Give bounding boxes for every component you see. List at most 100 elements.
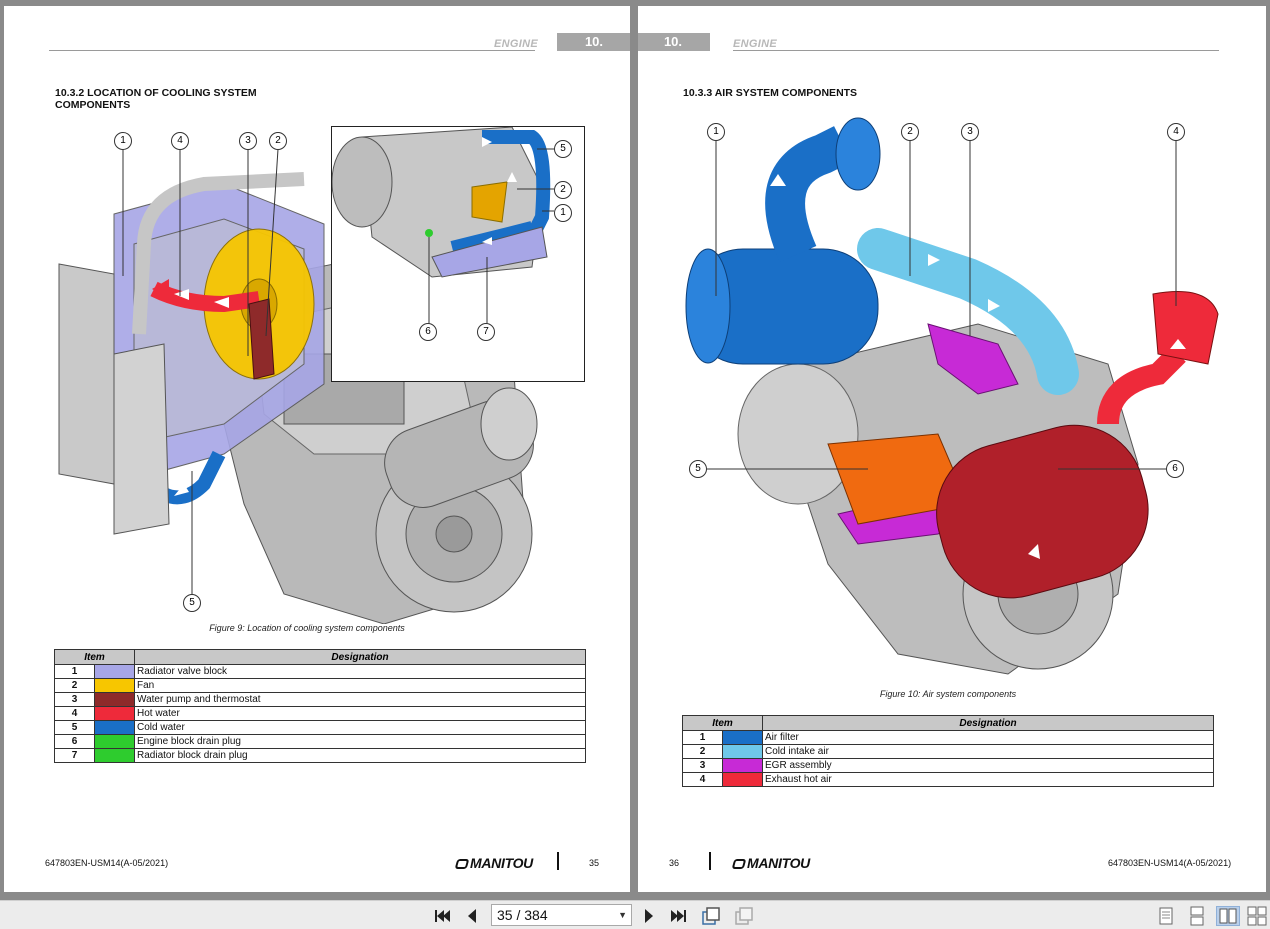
footer-doc-id: 647803EN-USM14(A-05/2021) [45,858,169,868]
callout-1: 1 [114,132,132,150]
brand-text: MANITOU [470,855,533,871]
two-page-continuous-view-icon[interactable] [1245,906,1269,926]
table-row: 6 Engine block drain plug [54,734,586,749]
inset-callout-6: 6 [419,323,437,341]
callout-6: 6 [1166,460,1184,478]
callout-5: 5 [183,594,201,612]
continuous-view-icon[interactable] [1185,906,1209,926]
table-row: 7 Radiator block drain plug [54,748,586,763]
callout-4: 4 [171,132,189,150]
cooling-system-figure [58,172,538,624]
page-35: ENGINE 10. 10.3.2 LOCATION OF COOLING SY… [4,6,630,892]
header-rule [733,50,1219,51]
inset-drawing [331,126,554,323]
footer-separator [709,852,711,870]
viewer-toolbar: 35 / 384 ▼ [0,900,1270,929]
table-header-row: Item Designation [682,715,1214,731]
cooling-legend-table: Item Designation 1 Radiator valve block 2… [54,649,586,763]
rotate-icon[interactable] [700,905,722,927]
brand-text: MANITOU [747,855,810,871]
table-header-row: Item Designation [54,649,586,665]
header-rule [49,50,535,51]
callout-3: 3 [239,132,257,150]
header-title: ENGINE [733,38,777,50]
col-item: Item [54,649,135,665]
inset-callout-5: 5 [554,140,572,158]
row-designation: Fan [134,678,586,693]
row-item: 1 [54,664,95,679]
brand-logo: MANITOU [731,855,810,871]
row-swatch [94,720,135,735]
row-swatch [722,730,763,745]
figure-caption: Figure 10: Air system components [879,689,1017,699]
inset-callout-2: 2 [554,181,572,199]
callout-2: 2 [269,132,287,150]
page-indicator-text: 35 / 384 [497,907,548,923]
row-designation: Cold intake air [762,744,1214,759]
chevron-down-icon[interactable]: ▼ [618,910,627,920]
table-row: 4 Exhaust hot air [682,772,1214,787]
row-item: 4 [54,706,95,721]
row-swatch [94,706,135,721]
section-title: 10.3.2 LOCATION OF COOLING SYSTEM COMPON… [55,87,257,111]
row-item: 6 [54,734,95,749]
row-designation: Radiator valve block [134,664,586,679]
figure-caption: Figure 9: Location of cooling system com… [209,623,405,633]
footer-separator [557,852,559,870]
row-designation: Hot water [134,706,586,721]
row-item: 4 [682,772,723,787]
row-item: 2 [682,744,723,759]
air-system-figure [685,117,1219,675]
table-row: 2 Fan [54,678,586,693]
page-number: 35 [589,858,600,868]
row-item: 5 [54,720,95,735]
table-row: 4 Hot water [54,706,586,721]
row-swatch [94,692,135,707]
table-row: 1 Radiator valve block [54,664,586,679]
row-swatch [722,758,763,773]
callout-2: 2 [901,123,919,141]
page-number: 36 [669,858,680,868]
callout-5: 5 [689,460,707,478]
section-title: 10.3.3 AIR SYSTEM COMPONENTS [683,87,858,99]
row-designation: Exhaust hot air [762,772,1214,787]
last-page-icon[interactable] [668,905,690,927]
col-item: Item [682,715,763,731]
first-page-icon[interactable] [431,905,453,927]
callout-leaders [122,148,279,595]
chapter-tab: 10. [638,33,710,51]
row-swatch [722,744,763,759]
page-number-input[interactable]: 35 / 384 ▼ [491,904,632,926]
row-item: 7 [54,748,95,763]
two-page-view-icon[interactable] [1216,906,1240,926]
section-title-line2: COMPONENTS [55,99,131,111]
row-designation: Engine block drain plug [134,734,586,749]
page-36: 10. ENGINE 10.3.3 AIR SYSTEM COMPONENTS [638,6,1266,892]
inset-callout-1: 1 [554,204,572,222]
single-page-view-icon[interactable] [1154,906,1178,926]
chapter-tab: 10. [557,33,630,51]
header-title: ENGINE [494,38,538,50]
col-designation: Designation [762,715,1214,731]
row-swatch [94,678,135,693]
previous-page-icon[interactable] [461,905,483,927]
row-item: 2 [54,678,95,693]
col-designation: Designation [134,649,586,665]
fit-icon[interactable] [733,905,755,927]
next-page-icon[interactable] [638,905,660,927]
manitou-logo-icon [731,859,747,869]
row-swatch [94,748,135,763]
inset-callout-7: 7 [477,323,495,341]
section-title-line1: 10.3.2 LOCATION OF COOLING SYSTEM [55,87,257,99]
row-item: 1 [682,730,723,745]
row-designation: Water pump and thermostat [134,692,586,707]
footer-doc-id: 647803EN-USM14(A-05/2021) [1108,858,1232,868]
air-callout-leaders [707,140,1177,470]
row-designation: EGR assembly [762,758,1214,773]
callout-4: 4 [1167,123,1185,141]
row-designation: Radiator block drain plug [134,748,586,763]
